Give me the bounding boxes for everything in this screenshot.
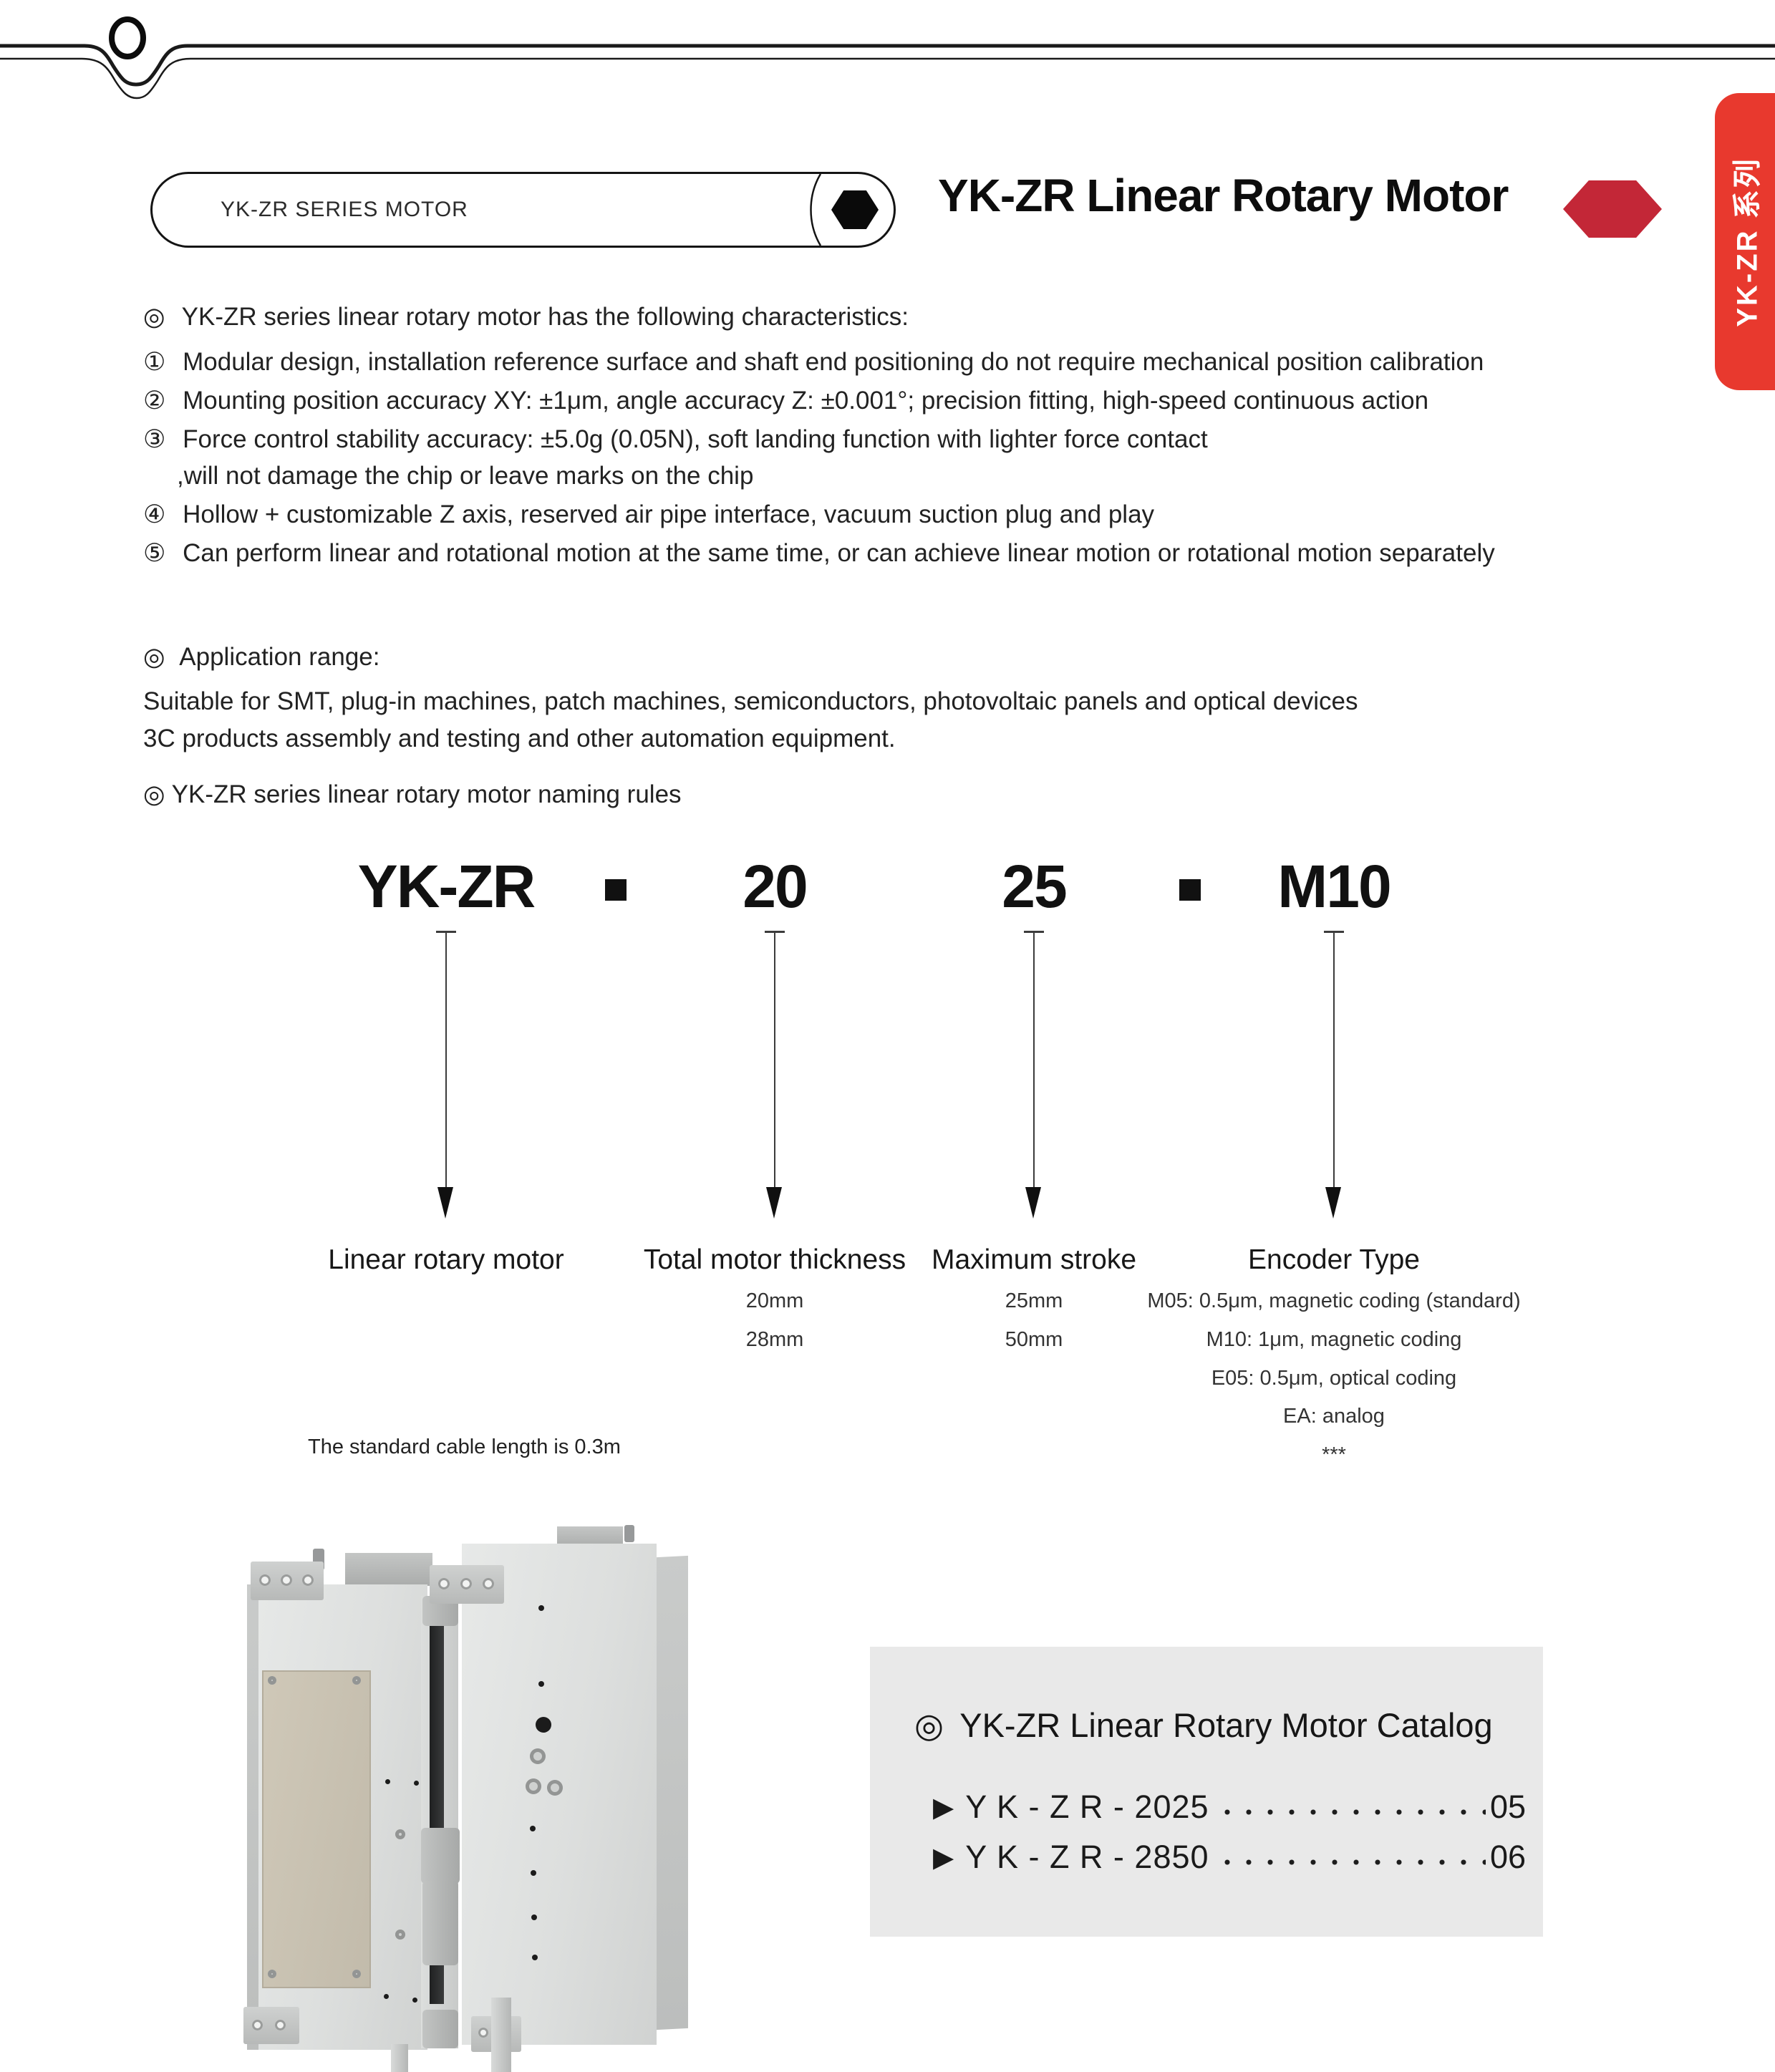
catalog-entry-page: 05 [1489,1788,1526,1825]
sensor-plate [262,1670,371,1988]
item-number: ④ [143,500,166,528]
mounting-bracket-bottom [243,2007,299,2044]
characteristic-item: ③ Force control stability accuracy: ±5.0… [143,425,1208,454]
air-fitting [624,1525,634,1542]
leader-tick [1324,931,1344,933]
catalog-entry-model: Y K - Z R - 2850 [965,1839,1209,1875]
leader-line [774,932,775,1189]
naming-dash [1179,879,1201,901]
item-text: Force control stability accuracy: ±5.0g … [183,425,1208,453]
column-value: E05: 0.5μm, optical coding [1211,1367,1457,1390]
leader-tick [436,931,456,933]
naming-dash [605,879,627,901]
mounting-bracket [430,1565,504,1604]
naming-token-stroke: 25 [1002,853,1067,920]
arrow-down-icon [437,1187,453,1219]
catalog-entry: ▶ Y K - Z R - 2850 06 [933,1839,1526,1876]
characteristic-item: ② Mounting position accuracy XY: ±1μm, a… [143,387,1428,415]
output-shaft [391,2044,408,2072]
rail-slider-block [422,1881,458,1965]
item-text: Modular design, installation reference s… [183,348,1484,376]
column-label: Encoder Type [1248,1244,1420,1275]
characteristics-heading-text: YK-ZR series linear rotary motor has the… [181,303,909,331]
item-number: ③ [143,425,166,453]
dot-leader [1213,1852,1486,1872]
decor-circle-icon [109,16,146,59]
output-shaft [491,1998,511,2072]
badge-divider-curve [810,174,822,246]
item-number: ② [143,387,166,415]
application-line1: Suitable for SMT, plug-in machines, patc… [143,687,1358,715]
column-value: *** [1322,1443,1346,1466]
leader-line [1033,932,1035,1189]
item-number: ⑤ [143,539,166,567]
catalog-entry-page: 06 [1489,1839,1526,1875]
item-number: ① [143,348,166,376]
hollow-shaft-hole [536,1717,551,1733]
item-text: Mounting position accuracy XY: ±1μm, ang… [183,387,1429,415]
naming-heading: ◎ YK-ZR series linear rotary motor namin… [143,780,682,809]
leader-tick [1024,931,1044,933]
leader-line [1333,932,1335,1189]
section-bullet-icon: ◎ [143,303,165,331]
catalog-title-text: YK-ZR Linear Rotary Motor Catalog [959,1706,1493,1744]
rail-carriage [421,1828,460,1884]
page-title: YK-ZR Linear Rotary Motor [938,170,1509,221]
product-render-left [243,1543,467,2072]
column-value: EA: analog [1283,1405,1385,1428]
catalog-title: ◎ YK-ZR Linear Rotary Motor Catalog [914,1705,1493,1746]
catalog-entry-model: Y K - Z R - 2025 [965,1788,1209,1825]
series-badge-pill: YK-ZR SERIES MOTOR [150,172,896,248]
dot-leader [1213,1802,1486,1822]
rail-bottom-cap [422,2010,458,2048]
series-badge-label: YK-ZR SERIES MOTOR [221,198,468,221]
arrow-down-icon [1325,1187,1341,1219]
application-heading: ◎ Application range: [143,643,379,672]
section-bullet-icon: ◎ [914,1706,944,1744]
characteristic-item: ⑤ Can perform linear and rotational moti… [143,539,1495,568]
column-value: 20mm [745,1289,804,1312]
column-label: Total motor thickness [643,1244,906,1275]
motor-side-face [657,1555,688,2030]
characteristic-item: ④ Hollow + customizable Z axis, reserved… [143,500,1154,529]
application-heading-text: Application range: [179,643,380,671]
column-value: 28mm [745,1328,804,1351]
section-bullet-icon: ◎ [143,643,165,671]
catalog-box: ◎ YK-ZR Linear Rotary Motor Catalog ▶ Y … [870,1647,1543,1937]
characteristic-item: ① Modular design, installation reference… [143,348,1484,377]
series-side-tab-label: YK-ZR 系列 [1732,156,1764,327]
leader-tick [765,931,785,933]
column-value: 50mm [1005,1328,1063,1351]
naming-token-model: YK-ZR [357,853,536,920]
top-decor-rule [0,16,1775,100]
arrow-down-icon [766,1187,782,1219]
series-side-tab: YK-ZR 系列 [1715,93,1775,390]
section-bullet-icon: ◎ [143,780,165,808]
application-line2: 3C products assembly and testing and oth… [143,725,896,752]
item-text: Can perform linear and rotational motion… [183,539,1495,567]
column-value: 25mm [1005,1289,1063,1312]
triangle-bullet-icon: ▶ [933,1792,954,1823]
column-label: Maximum stroke [931,1244,1137,1275]
catalog-entry: ▶ Y K - Z R - 2025 05 [933,1788,1526,1826]
characteristics-heading: ◎ YK-ZR series linear rotary motor has t… [143,303,909,331]
arrow-down-icon [1025,1187,1041,1219]
naming-token-encoder: M10 [1277,853,1391,920]
column-value: M05: 0.5μm, magnetic coding (standard) [1147,1289,1521,1312]
naming-token-thickness: 20 [743,853,808,920]
title-hexagon-icon [1563,180,1662,238]
leader-line [445,932,447,1189]
mounting-bracket [251,1562,324,1600]
motor-side-face [247,1584,258,2050]
item-text: Hollow + customizable Z axis, reserved a… [183,500,1155,528]
column-label: Linear rotary motor [328,1244,564,1275]
connector-block [345,1553,432,1586]
characteristic-item-wrap: ,will not damage the chip or leave marks… [177,462,754,490]
product-render-right [430,1525,710,2072]
naming-heading-text: YK-ZR series linear rotary motor naming … [171,780,682,808]
cable-length-note: The standard cable length is 0.3m [308,1436,621,1458]
badge-hexagon-icon [831,190,879,229]
column-value: M10: 1μm, magnetic coding [1206,1328,1462,1351]
triangle-bullet-icon: ▶ [933,1842,954,1873]
